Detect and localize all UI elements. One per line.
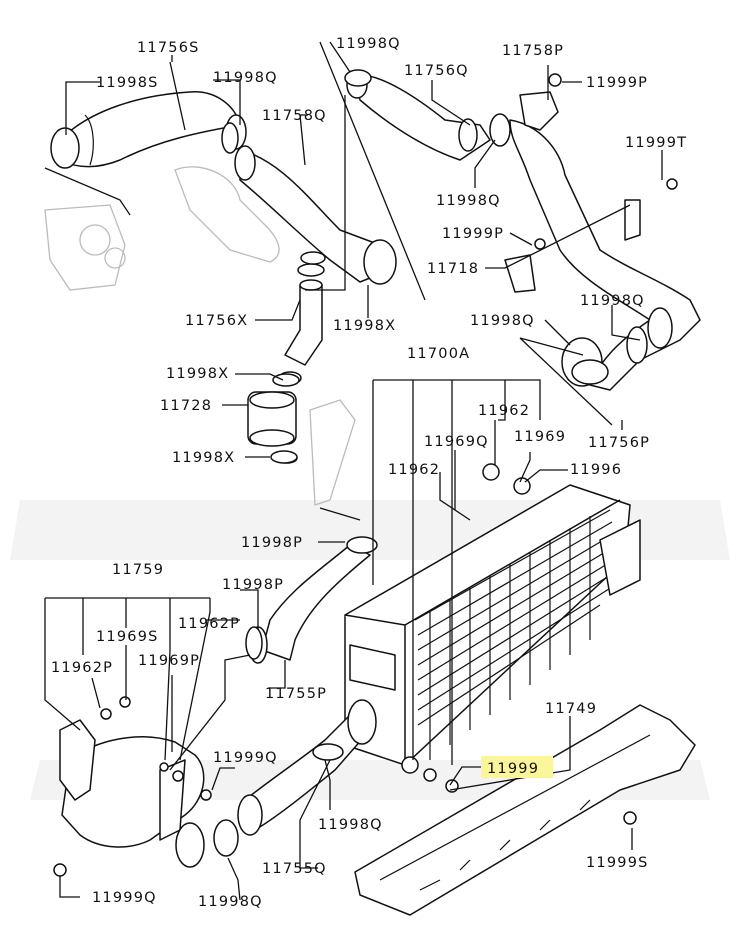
label-11756p: 11756P: [588, 435, 650, 451]
label-11999q-b: 11999Q: [92, 890, 157, 906]
label-11759: 11759: [112, 562, 164, 578]
label-11758q: 11758Q: [262, 108, 327, 124]
label-11998q-a: 11998Q: [213, 70, 278, 86]
label-11755p: 11755P: [265, 686, 327, 702]
valve-11728-illustration: [247, 391, 298, 464]
pipe-11756x-illustration: [278, 263, 325, 385]
hose-11756q-illustration: [346, 71, 511, 161]
label-11962-b: 11962: [388, 462, 440, 478]
label-11999: 11999: [487, 761, 539, 777]
label-11755q: 11755Q: [262, 861, 327, 877]
label-11998q-top: 11998Q: [336, 36, 401, 52]
hose-11755q-illustration: [237, 699, 377, 836]
label-11962-a: 11962: [478, 403, 530, 419]
label-11969q: 11969Q: [424, 434, 489, 450]
cover-11749-illustration: [354, 704, 696, 916]
label-11756x: 11756X: [185, 313, 248, 329]
label-11962p-b: 11962P: [51, 660, 113, 676]
label-11998x-b: 11998X: [166, 366, 229, 382]
hose-11758q-illustration: [234, 145, 397, 285]
label-11998p-b: 11998P: [222, 577, 284, 593]
label-11756q: 11756Q: [404, 63, 469, 79]
label-11996: 11996: [570, 462, 622, 478]
label-11999q-a: 11999Q: [213, 750, 278, 766]
label-11998p-a: 11998P: [241, 535, 303, 551]
label-11969s: 11969S: [96, 629, 159, 645]
bolt-icons: [53, 73, 678, 877]
highlight-box: [481, 756, 553, 778]
leader-lines: [44, 41, 663, 901]
label-11999s: 11999S: [586, 855, 649, 871]
label-11969: 11969: [514, 429, 566, 445]
hose-11756s-illustration: [50, 91, 247, 169]
label-11999p-b: 11999P: [442, 226, 504, 242]
label-11998x-c: 11998X: [172, 450, 235, 466]
label-11962p-a: 11962P: [178, 616, 240, 632]
label-11728: 11728: [160, 398, 212, 414]
label-11998q-c: 11998Q: [198, 894, 263, 910]
label-11999p-a: 11999P: [586, 75, 648, 91]
label-11998q-b: 11998Q: [318, 817, 383, 833]
ghost-turbo-illustration: [44, 166, 356, 506]
label-11756s: 11756S: [137, 40, 200, 56]
label-11998x-a: 11998X: [333, 318, 396, 334]
label-11998q-r1: 11998Q: [580, 293, 645, 309]
label-11749: 11749: [545, 701, 597, 717]
label-11969p: 11969P: [138, 653, 200, 669]
part-labels: 11756S 11998S 11998Q 11758Q 11998Q 11756…: [51, 36, 687, 910]
label-11998q-mid: 11998Q: [436, 193, 501, 209]
label-11718: 11718: [427, 261, 479, 277]
pipe-11759-illustration: [59, 719, 205, 868]
label-11700a: 11700A: [407, 346, 470, 362]
label-11758p: 11758P: [502, 43, 564, 59]
clamp-rings: [100, 69, 648, 857]
intercooler-11700a-illustration: [344, 484, 641, 766]
label-11999t: 11999T: [625, 135, 687, 151]
label-11998q-r2: 11998Q: [470, 313, 535, 329]
label-11998s: 11998S: [96, 75, 159, 91]
